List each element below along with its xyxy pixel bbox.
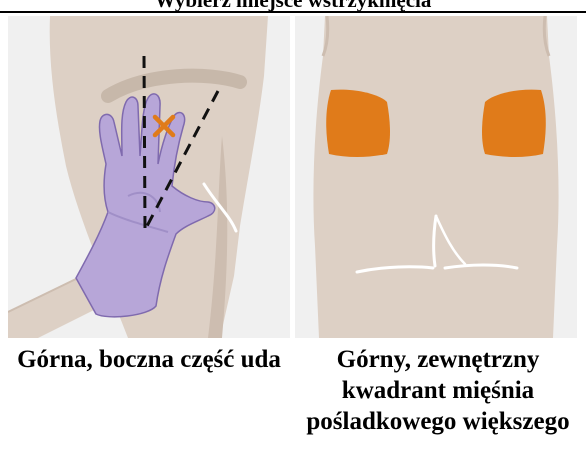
thigh-injection-illustration [8, 16, 290, 338]
left-gluteal-zone-icon [326, 90, 390, 157]
thigh-illustration-panel [8, 16, 290, 338]
buttock-injection-illustration [295, 16, 577, 338]
guide-line-vertical [144, 56, 145, 230]
right-gluteal-zone-icon [482, 90, 546, 157]
buttock-caption: Górny, zewnętrzny kwadrant mięśnia pośla… [292, 344, 584, 437]
thigh-caption: Górna, boczna część uda [8, 344, 290, 375]
buttock-illustration-panel [295, 16, 577, 338]
header-divider [0, 11, 586, 13]
